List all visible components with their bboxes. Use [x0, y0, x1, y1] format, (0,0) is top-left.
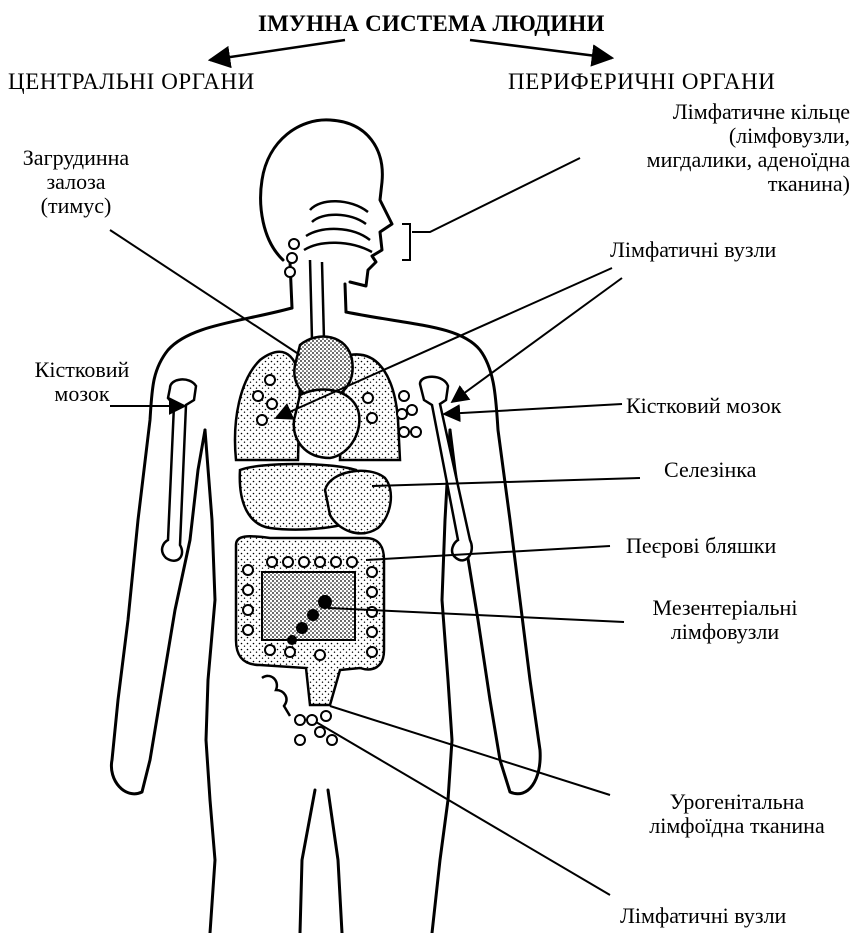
- title-arrows: [210, 40, 612, 60]
- label-bone-marrow-left: Кістковий мозок: [2, 358, 162, 406]
- diagram-title: ІМУННА СИСТЕМА ЛЮДИНИ: [258, 12, 605, 36]
- label-urogenital-tissue: Урогенітальна лімфоїдна тканина: [622, 790, 852, 838]
- label-lymph-ring: Лімфатичне кільце (лімфовузли, мигдалики…: [588, 100, 850, 196]
- label-lymph-nodes-lower: Лімфатичні вузли: [620, 904, 786, 928]
- heart-shape: [294, 390, 360, 458]
- label-lymph-nodes-upper: Лімфатичні вузли: [610, 238, 776, 262]
- label-spleen: Селезінка: [664, 458, 756, 482]
- urogenital-shape: [262, 676, 290, 716]
- label-peyer-patches: Пеєрові бляшки: [626, 534, 776, 558]
- label-thymus: Загрудинна залоза (тимус): [6, 146, 146, 218]
- label-mesenteric-nodes: Мезентеріальні лімфовузли: [632, 596, 818, 644]
- peripheral-organs-heading: ПЕРИФЕРИЧНІ ОРГАНИ: [508, 70, 775, 94]
- label-bone-marrow-right: Кістковий мозок: [626, 394, 781, 418]
- airway: [304, 201, 372, 340]
- central-organs-heading: ЦЕНТРАЛЬНІ ОРГАНИ: [8, 70, 255, 94]
- small-intestine: [262, 572, 355, 640]
